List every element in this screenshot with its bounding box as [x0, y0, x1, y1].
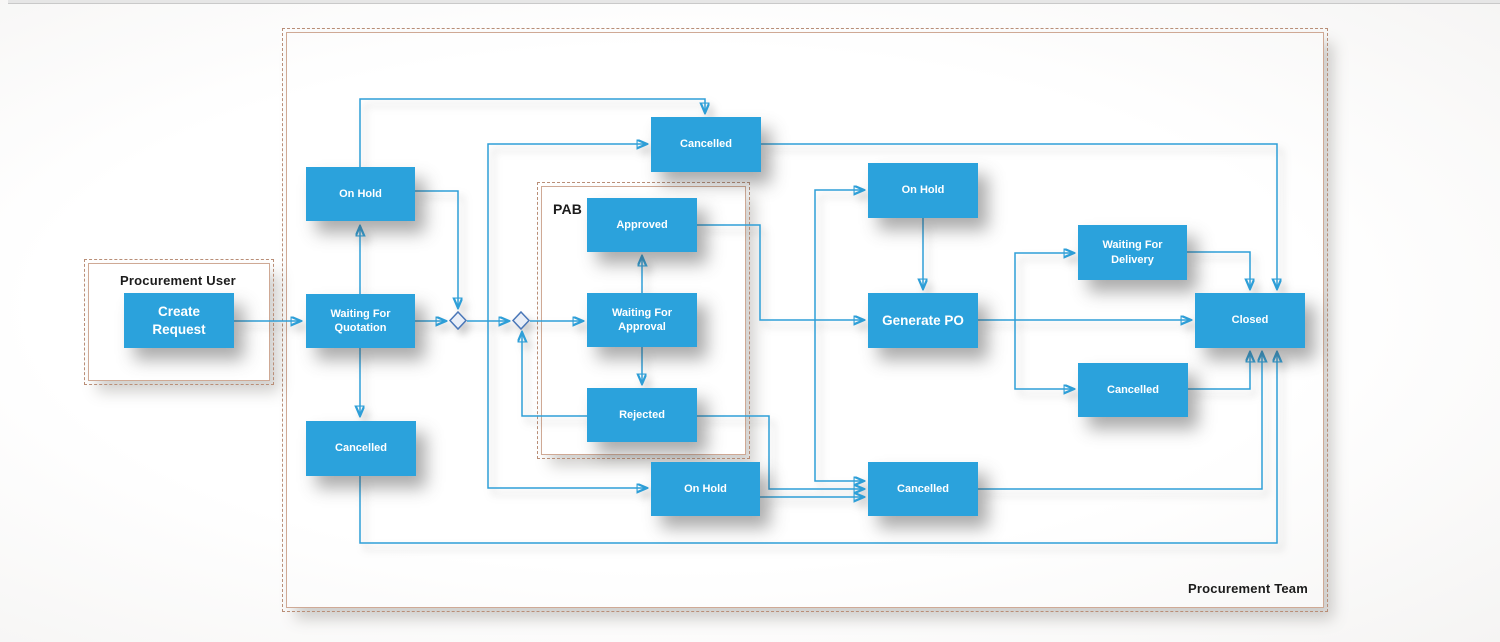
node-closed[interactable]: Closed — [1195, 293, 1305, 348]
node-waiting-for-quotation[interactable]: Waiting For Quotation — [306, 294, 415, 348]
edge-approved-to-cancelled-po — [814, 320, 864, 481]
edge-cancelled-quotation-to-closed — [359, 352, 1277, 544]
edge-approved-to-generate-po — [697, 224, 864, 320]
window-top-strip — [8, 0, 1500, 4]
node-waiting-for-approval[interactable]: Waiting For Approval — [587, 293, 697, 347]
edge-waiting-for-delivery-to-closed — [1187, 251, 1250, 289]
node-on-hold-quotation[interactable]: On Hold — [306, 167, 415, 221]
node-on-hold-pab[interactable]: On Hold — [651, 462, 760, 516]
edge-generate-po-to-cancelled-delivery — [1014, 320, 1074, 389]
gateway-1-diamond[interactable] — [448, 310, 468, 331]
edge-on-hold-to-cancelled-top — [359, 98, 705, 167]
node-on-hold-po[interactable]: On Hold — [868, 163, 978, 218]
edge-generate-po-to-waiting-for-delivery — [1014, 253, 1074, 320]
edge-on-hold-to-gateway-1 — [415, 190, 458, 308]
node-cancelled-quotation[interactable]: Cancelled — [306, 421, 416, 476]
edge-rejected-to-gateway-2 — [522, 332, 587, 417]
group-label-procurement-team: Procurement Team — [1188, 581, 1308, 596]
edge-cancelled-delivery-to-closed — [1188, 352, 1250, 390]
gateway-2-diamond[interactable] — [511, 310, 531, 331]
node-cancelled-po[interactable]: Cancelled — [868, 462, 978, 516]
node-rejected[interactable]: Rejected — [587, 388, 697, 442]
edge-gateway-1-to-on-hold-pab — [487, 321, 647, 488]
edge-cancelled-top-to-closed — [761, 143, 1277, 289]
node-approved[interactable]: Approved — [587, 198, 697, 252]
group-label-pab: PAB — [553, 201, 583, 217]
node-cancelled-top[interactable]: Cancelled — [651, 117, 761, 172]
group-procurement-user[interactable] — [84, 259, 274, 385]
node-create-request[interactable]: Create Request — [124, 293, 234, 348]
group-label-procurement-user: Procurement User — [120, 273, 236, 288]
edge-approved-to-on-hold-po — [814, 190, 864, 320]
edge-cancelled-po-to-closed — [978, 352, 1262, 490]
edge-gateway-1-to-cancelled-top — [487, 144, 647, 321]
edge-rejected-to-cancelled-po — [697, 415, 864, 489]
node-cancelled-delivery[interactable]: Cancelled — [1078, 363, 1188, 417]
node-waiting-for-delivery[interactable]: Waiting For Delivery — [1078, 225, 1187, 280]
group-procurement-team[interactable] — [282, 28, 1328, 612]
node-generate-po[interactable]: Generate PO — [868, 293, 978, 348]
